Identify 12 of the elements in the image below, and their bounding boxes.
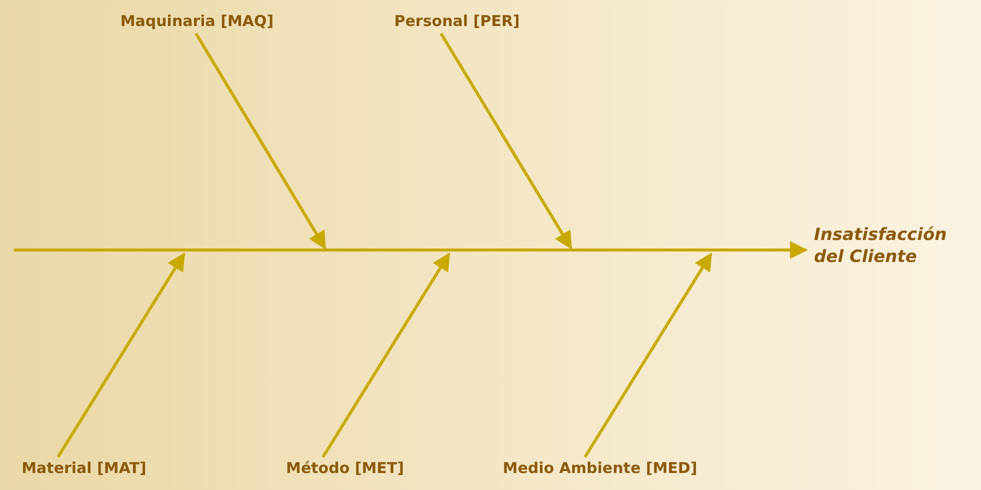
effect-label: Insatisfacción del Cliente bbox=[814, 224, 948, 268]
cause-label: Método [MET] bbox=[286, 459, 404, 478]
cause-label: Medio Ambiente [MED] bbox=[502, 459, 698, 478]
cause-label: Personal [PER] bbox=[394, 12, 520, 32]
cause-arrow bbox=[440, 32, 572, 250]
cause-label: Maquinaria [MAQ] bbox=[120, 12, 274, 32]
cause-arrow bbox=[322, 252, 450, 458]
spine-arrow bbox=[14, 241, 808, 259]
cause-arrow bbox=[194, 32, 326, 250]
cause-arrow bbox=[584, 252, 712, 458]
cause-label: Material [MAT] bbox=[22, 459, 146, 478]
cause-arrow bbox=[56, 252, 186, 458]
